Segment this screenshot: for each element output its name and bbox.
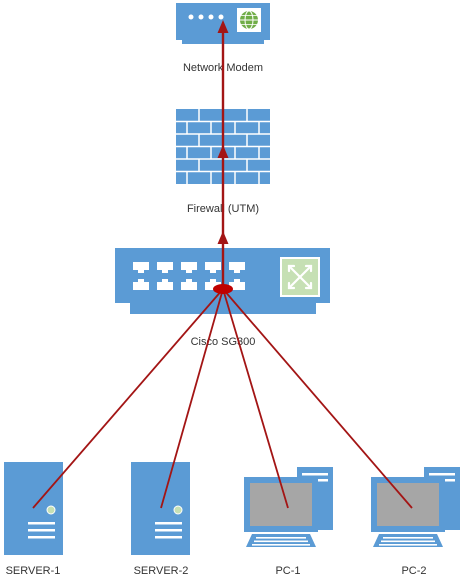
- server-tower-icon: [131, 462, 190, 555]
- pc-2-node: PC-2: [371, 467, 460, 577]
- server-2-node: SERVER-2: [131, 462, 190, 577]
- server-1-label: SERVER-1: [6, 565, 61, 577]
- server-tower-icon: [4, 462, 63, 555]
- pc-1-node: PC-1: [244, 467, 333, 577]
- connection-links: [32, 30, 413, 509]
- server-2-label: SERVER-2: [134, 565, 189, 577]
- link-pc-1-to-switch: [222, 288, 289, 509]
- switch-ports: [133, 262, 245, 290]
- link-server-1-to-switch: [32, 288, 224, 509]
- pc-2-label: PC-2: [401, 565, 426, 577]
- arrowhead-at-switch-top: [217, 231, 229, 244]
- switch-label: Cisco SG300: [191, 336, 256, 348]
- arrowhead-at-modem: [217, 20, 229, 33]
- globe-icon: [237, 8, 261, 32]
- link-server-2-to-switch: [160, 288, 224, 509]
- server-1-node: SERVER-1: [4, 462, 63, 577]
- switch-arrows-icon: [280, 257, 320, 297]
- switch-junction-dot: [213, 284, 233, 294]
- arrowheads: [213, 20, 233, 294]
- link-pc-2-to-switch: [222, 288, 413, 509]
- desktop-pc-icon: [371, 467, 460, 547]
- pc-1-label: PC-1: [275, 565, 300, 577]
- arrowhead-at-firewall: [217, 145, 229, 158]
